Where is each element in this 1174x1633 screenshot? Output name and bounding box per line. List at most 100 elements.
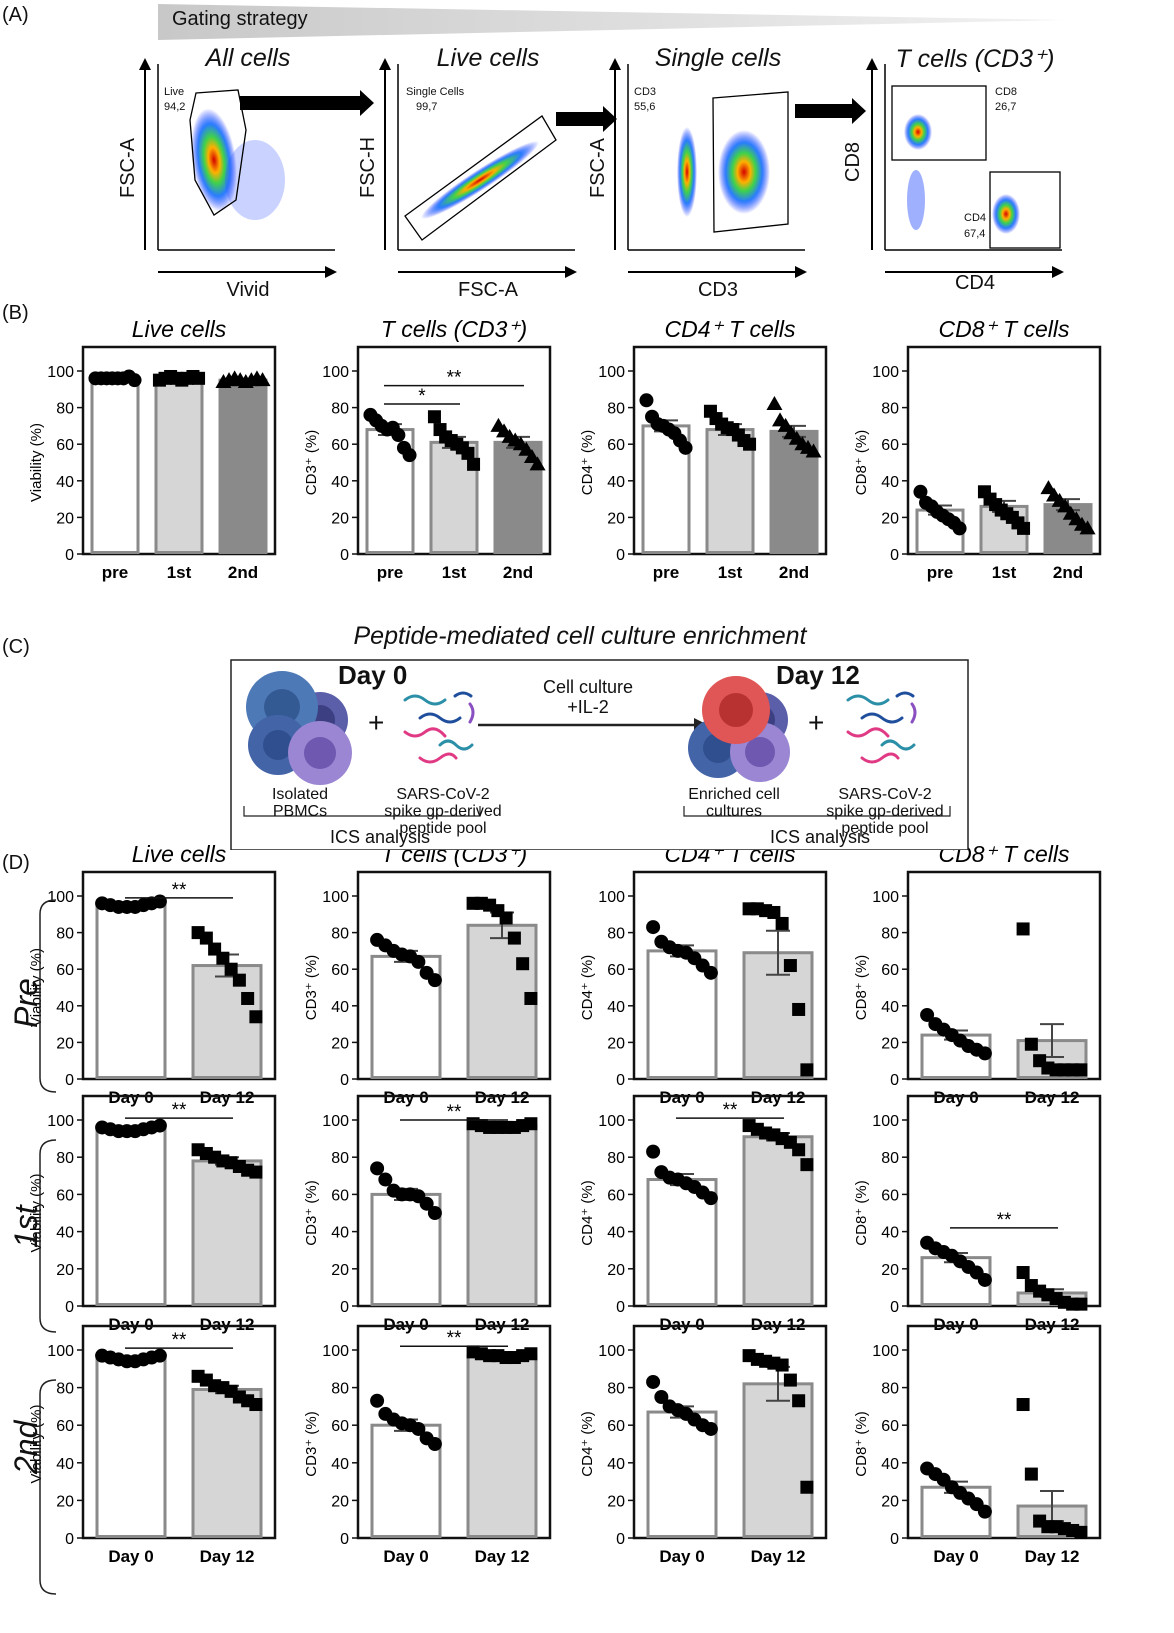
chart-d-1-3-xlabel-1: Day 12 (1025, 1315, 1080, 1334)
chart-d-1-2-point-0-0 (646, 1144, 661, 1159)
chart-b4-point-0-7 (952, 521, 967, 536)
chart-d-2-3-point-1-1 (1024, 1467, 1038, 1481)
chart-d-1-1-point-0-7 (427, 1206, 442, 1220)
chart-d-2-0-frame (81, 1324, 277, 1540)
chart-d-1-0-point-1-7 (249, 1165, 263, 1179)
chart-d-2-2-ytick-label: 20 (607, 1493, 625, 1510)
chart-d-2-1-sig-0: ** (447, 1328, 462, 1349)
chart-d-2-2-xlabel-0: Day 0 (659, 1547, 704, 1566)
chart-d-0-1-ytick-label: 20 (331, 1035, 349, 1052)
chart-d-1-1-ytick-label: 40 (331, 1225, 349, 1242)
chart-d-2-2-point-1-5 (783, 1373, 797, 1387)
chart-d-0-3-point-0-7 (977, 1046, 992, 1061)
chart-d-1-1-sig-0: ** (447, 1102, 462, 1123)
arrow-label-1: Cell culture (542, 677, 634, 697)
chart-b1-ytick-label: 100 (47, 364, 74, 381)
chart-d-2-0-sig-0: ** (172, 1330, 187, 1351)
chart-b4-title: CD8⁺ T cells (939, 316, 1070, 342)
chart-d-0-0-sig-0: ** (172, 880, 187, 901)
gating-plot-single-cells (609, 58, 807, 278)
chart-d-2-0-ytick-label: 80 (56, 1381, 74, 1398)
chart-d-0-1-point-1-7 (524, 991, 538, 1005)
chart-d-1-0-ytick-label: 80 (56, 1150, 74, 1167)
gate-value-cd8: 26,7 (995, 101, 1017, 113)
plus-right: + (808, 707, 825, 738)
chart-d-2-3-ytick-label: 60 (881, 1418, 899, 1435)
chart-d-2-3-frame (906, 1324, 1102, 1540)
chart-b3-xlabel-2: 2nd (779, 563, 809, 582)
chart-b1-xlabel-1: 1st (167, 563, 192, 582)
chart-d-1-2-frame (632, 1094, 828, 1308)
chart-d-1-1-point-0-1 (378, 1172, 393, 1187)
chart-d-2-0-ytick-label: 40 (56, 1456, 74, 1473)
chart-b1-ytick-label: 20 (56, 510, 74, 527)
gating-plot-live-cells (379, 58, 577, 278)
chart-d-0-0-point-1-4 (224, 962, 238, 976)
pool-right-2: spike gp-derived (826, 803, 944, 820)
chart-d-1-3-point-1-7 (1074, 1297, 1088, 1311)
chart-d-2-1-bar-1 (466, 1354, 538, 1539)
chart-b4-ytick-label: 0 (890, 547, 899, 564)
chart-d-0-2-ytick-label: 60 (607, 962, 625, 979)
chart-b4-xlabel-2: 2nd (1053, 563, 1083, 582)
chart-d-2-2-point-0-1 (654, 1390, 669, 1404)
plus-left: + (368, 707, 385, 738)
chart-d-0-1-point-0-5 (411, 954, 426, 969)
gating-xlabel-4: CD4 (954, 272, 995, 294)
chart-b2-sig-1: ** (447, 368, 462, 389)
chart-b3-point-0-7 (678, 440, 693, 455)
chart-d-1-3-frame (906, 1094, 1102, 1308)
chart-d-0-3-xlabel-0: Day 0 (933, 1088, 978, 1107)
chart-d-0-1-point-1-6 (516, 957, 530, 971)
chart-d-1-0-point-0-7 (152, 1118, 167, 1133)
enriched-label-2: cultures (705, 803, 763, 820)
chart-d-0-0-point-1-1 (199, 931, 213, 945)
chart-d-1-0-ytick-label: 0 (65, 1299, 74, 1316)
chart-d-0-1-ytick-label: 80 (331, 926, 349, 943)
chart-b4-ytick-label: 60 (881, 437, 899, 454)
gating-xlabel-1: Vivid (226, 279, 270, 301)
chart-d-2-1-point-0-0 (370, 1393, 385, 1408)
panel-label-d: (D) (2, 852, 30, 874)
chart-b1-ytick-label: 60 (56, 437, 74, 454)
chart-d-1-1-ytick-label: 0 (340, 1299, 349, 1316)
chart-b1-title: Live cells (132, 316, 227, 342)
chart-d-0-2-point-1-6 (792, 1002, 806, 1016)
chart-d-1-1-bar-1 (466, 1124, 538, 1306)
chart-d-2-0-point-0-7 (152, 1348, 167, 1363)
pool-left-2: spike gp-derived (384, 803, 502, 820)
chart-d-0-2-frame (632, 870, 828, 1081)
chart-d-0-2-xlabel-0: Day 0 (659, 1088, 704, 1107)
panel-label-c: (C) (2, 636, 30, 658)
chart-d-2-3-point-1-0 (1016, 1398, 1030, 1412)
chart-d-1-3-ytick-label: 40 (881, 1225, 899, 1242)
chart-d-2-0-bar-0 (95, 1357, 167, 1539)
chart-d-0-1-ylabel: CD3⁺ (%) (303, 955, 320, 1020)
chart-d-1-1-xlabel-0: Day 0 (383, 1315, 428, 1334)
chart-d-1-3-ytick-label: 80 (881, 1150, 899, 1167)
chart-d-0-2-xlabel-1: Day 12 (751, 1088, 806, 1107)
chart-d-1-1-ylabel: CD3⁺ (%) (303, 1180, 320, 1245)
chart-d-1-2-ytick-label: 80 (607, 1150, 625, 1167)
chart-d-0-1-frame (356, 870, 552, 1081)
chart-b1-ytick-label: 80 (56, 401, 74, 418)
chart-d-1-3-ylabel: CD8⁺ (%) (853, 1180, 870, 1245)
chart-b2-title: T cells (CD3⁺) (381, 316, 527, 342)
chart-d-0-0-point-1-7 (249, 1010, 263, 1024)
chart-d-0-2-point-1-5 (783, 959, 797, 973)
ics-label-left: ICS analysis (329, 827, 431, 847)
chart-d-0-2-point-1-3 (767, 905, 781, 919)
chart-d-1-2-ytick-label: 0 (616, 1299, 625, 1316)
chart-d-0-3-xlabel-1: Day 12 (1025, 1088, 1080, 1107)
chart-b3-ylabel: CD4⁺ (%) (579, 430, 596, 495)
gate-label-single: Single Cells (406, 86, 465, 98)
chart-b1-point-1-7 (192, 371, 206, 385)
chart-d-0-0-ytick-label: 100 (47, 889, 74, 906)
panel-label-a: (A) (2, 4, 29, 26)
chart-d-0-0-title: Live cells (132, 841, 227, 867)
chart-d-2-2-ytick-label: 60 (607, 1418, 625, 1435)
chart-d-2-2-ylabel: CD4⁺ (%) (579, 1411, 596, 1476)
chart-b3-point-2-7 (805, 443, 822, 458)
chart-d-1-2-ytick-label: 20 (607, 1262, 625, 1279)
chart-d-2-1-ytick-label: 40 (331, 1456, 349, 1473)
